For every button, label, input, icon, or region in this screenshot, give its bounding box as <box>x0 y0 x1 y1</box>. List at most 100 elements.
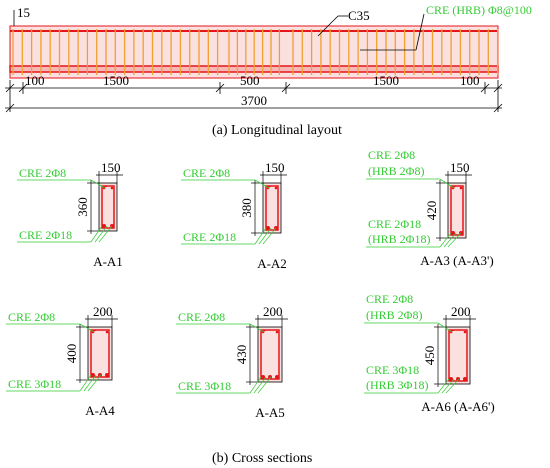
bottom-bar-label: CRE 3Φ18 <box>366 363 419 377</box>
concrete-grade-label: C35 <box>348 8 370 23</box>
bottom-bar-leader <box>257 376 272 394</box>
bottom-bar-leader <box>258 227 272 245</box>
bottom-bar <box>98 373 102 377</box>
bottom-bar-leader <box>253 376 267 394</box>
section-name: A-A5 <box>255 405 285 420</box>
top-bar <box>275 330 279 334</box>
section-height: 420 <box>424 201 439 221</box>
section-name: A-A1 <box>93 254 123 269</box>
section-outline <box>87 326 113 381</box>
bottom-bar-leader <box>443 232 457 248</box>
top-bar-label: CRE 2Φ8 <box>8 310 55 324</box>
bottom-bar-label: CRE 2Φ18 <box>183 230 236 244</box>
top-bar-label: CRE 2Φ8 <box>368 148 415 162</box>
bottom-bar-leader <box>262 227 277 245</box>
bottom-bar-leader <box>79 374 92 392</box>
bottom-bar-leader <box>439 232 452 248</box>
dimension-total: 3700 <box>241 93 267 108</box>
bottom-bar <box>268 375 272 379</box>
bottom-bar-leader <box>94 225 108 243</box>
bottom-bar <box>463 377 467 381</box>
section-width: 150 <box>450 160 470 175</box>
bottom-bar <box>105 373 109 377</box>
section-stirrup <box>450 185 464 236</box>
bottom-bar-leader <box>441 378 455 394</box>
top-bar-label: CRE 2Φ8 <box>183 166 230 180</box>
bottom-bar-label: CRE 3Φ18 <box>8 377 61 391</box>
top-bar-leader <box>79 323 95 333</box>
top-bar-leader <box>437 322 453 333</box>
dimension-1500-right: 1500 <box>373 73 399 88</box>
bottom-bar-alt-label: (HRB 3Φ18) <box>366 378 428 392</box>
bottom-bar <box>451 231 455 235</box>
section-width: 150 <box>265 160 285 175</box>
stirrup-leader-rise <box>415 13 425 51</box>
bottom-bar <box>456 377 460 381</box>
section-outline <box>447 182 467 239</box>
bottom-bar-leader <box>249 376 262 394</box>
section-name: A-A6 (A-A6') <box>421 399 494 414</box>
cover-dimension: 15 <box>17 5 30 20</box>
bottom-bar <box>275 375 279 379</box>
section-height: 380 <box>239 198 254 218</box>
section-outline <box>257 326 283 383</box>
top-bar-label: CRE 2Φ8 <box>178 310 225 324</box>
section-width: 200 <box>263 304 283 319</box>
bottom-bar-leader <box>83 374 97 392</box>
section-width: 150 <box>101 160 121 175</box>
bottom-bar <box>261 375 265 379</box>
bottom-bar <box>449 377 453 381</box>
bottom-bar <box>266 226 270 230</box>
top-bar-alt-label: (HRB 2Φ8) <box>368 164 424 178</box>
top-bar <box>274 186 278 190</box>
section-name: A-A2 <box>257 256 287 271</box>
top-bar-leader <box>90 179 106 189</box>
bottom-bar-leader <box>445 378 460 394</box>
top-bar <box>463 330 467 334</box>
bottom-bar-label: CRE 3Φ18 <box>178 379 231 393</box>
bottom-bar-label: CRE 2Φ18 <box>368 217 421 231</box>
top-bar-label: CRE 2Φ8 <box>19 166 66 180</box>
section-stirrup <box>265 185 279 231</box>
bottom-bar-leader <box>87 374 102 392</box>
dimension-100-right: 100 <box>460 73 480 88</box>
section-height: 360 <box>75 197 90 217</box>
cross-section-caption: (b) Cross sections <box>212 451 312 466</box>
bottom-bar-leader <box>98 225 113 243</box>
bottom-bar <box>102 224 106 228</box>
top-bar-leader <box>439 178 455 189</box>
longitudinal-layout: 15 C35 CRE (HRB) Φ8@100 100 1500 5 <box>5 3 532 138</box>
dimension-100-left: 100 <box>25 73 45 88</box>
top-bar <box>105 330 109 334</box>
top-bar-label: CRE 2Φ8 <box>366 292 413 306</box>
section-width: 200 <box>93 304 113 319</box>
bottom-bar-leader <box>447 232 462 248</box>
bottom-bar <box>91 373 95 377</box>
concrete-leader <box>317 15 339 37</box>
stirrup-label: CRE (HRB) Φ8@100 <box>426 3 532 17</box>
bottom-bar-leader <box>437 378 450 394</box>
section-width: 200 <box>451 304 471 319</box>
bottom-bar-label: CRE 2Φ18 <box>19 228 72 242</box>
section-name: A-A4 <box>85 403 115 418</box>
top-bar-leader <box>249 323 265 333</box>
section-height: 430 <box>234 345 249 365</box>
section-height: 450 <box>422 346 437 366</box>
top-bar <box>110 186 114 190</box>
top-bar-leader <box>254 179 270 189</box>
bottom-bar-alt-label: (HRB 2Φ18) <box>368 232 430 246</box>
section-height: 400 <box>64 344 79 364</box>
dimension-500: 500 <box>240 73 260 88</box>
dimension-ticks <box>5 80 503 113</box>
section-outline <box>445 326 471 385</box>
cross-section-3: 150 420 CRE 2Φ8 (HRB 2Φ8) CRE 2Φ18(HRB 2Φ18)… <box>366 148 494 268</box>
section-name: A-A3 (A-A3') <box>420 253 493 268</box>
dimension-1500-left: 1500 <box>103 73 129 88</box>
